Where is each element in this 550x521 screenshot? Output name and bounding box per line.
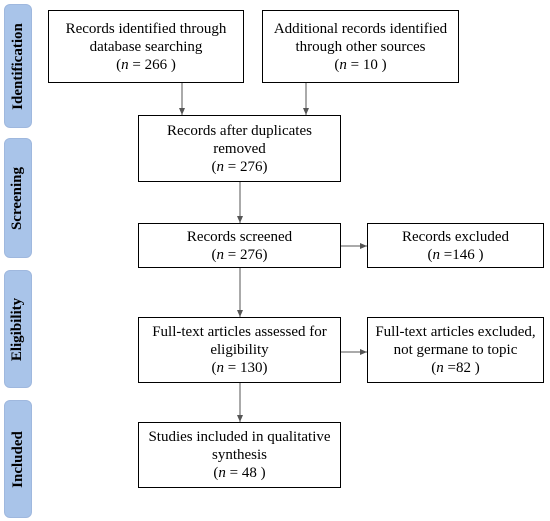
box-fulltext-excluded: Full-text articles excluded, not germane… — [367, 317, 544, 383]
box-count: (n =146 ) — [427, 246, 484, 263]
box-other-records: Additional records identified through ot… — [262, 10, 459, 83]
box-text-line: Records excluded — [401, 228, 510, 245]
box-database-records: Records identified through database sear… — [48, 10, 244, 83]
box-records-screened: Records screened (n = 276) — [138, 223, 341, 268]
box-fulltext-assessed: Full-text articles assessed for eligibil… — [138, 317, 341, 383]
phase-identification: Identification — [4, 4, 32, 128]
phase-included: Included — [4, 400, 32, 518]
box-text-line: Studies included in qualitative — [148, 429, 331, 445]
box-text-line: Additional records identified — [273, 20, 448, 37]
box-text-line: not germane to topic — [393, 342, 518, 358]
box-count: (n = 48 ) — [213, 465, 266, 481]
box-text-line: Full-text articles assessed for — [152, 324, 327, 340]
box-count: (n = 266 ) — [116, 56, 176, 73]
box-count: (n = 130) — [211, 360, 268, 376]
box-after-duplicates: Records after duplicates removed (n = 27… — [138, 115, 341, 182]
phase-screening: Screening — [4, 138, 32, 258]
box-count: (n =82 ) — [431, 360, 480, 376]
box-text-line: through other sources — [295, 38, 426, 55]
phase-eligibility: Eligibility — [4, 270, 32, 388]
box-records-excluded: Records excluded (n =146 ) — [367, 223, 544, 268]
box-text-line: synthesis — [211, 447, 267, 463]
phase-included-label: Included — [9, 430, 26, 488]
box-text-line: Full-text articles excluded, — [375, 324, 536, 340]
box-text-line: Records identified through — [65, 20, 227, 37]
box-text-line: eligibility — [210, 342, 269, 358]
phase-identification-label: Identification — [9, 22, 26, 110]
box-text-line: database searching — [89, 38, 203, 55]
box-text-line: removed — [213, 140, 266, 157]
box-text-line: Records after duplicates — [167, 122, 312, 139]
box-text-line: Records screened — [186, 228, 293, 245]
phase-screening-label: Screening — [9, 166, 26, 230]
box-count: (n = 276) — [211, 158, 268, 175]
box-count: (n = 10 ) — [334, 56, 387, 73]
box-count: (n = 276) — [211, 246, 268, 263]
phase-eligibility-label: Eligibility — [9, 297, 26, 361]
box-studies-included: Studies included in qualitative synthesi… — [138, 422, 341, 488]
